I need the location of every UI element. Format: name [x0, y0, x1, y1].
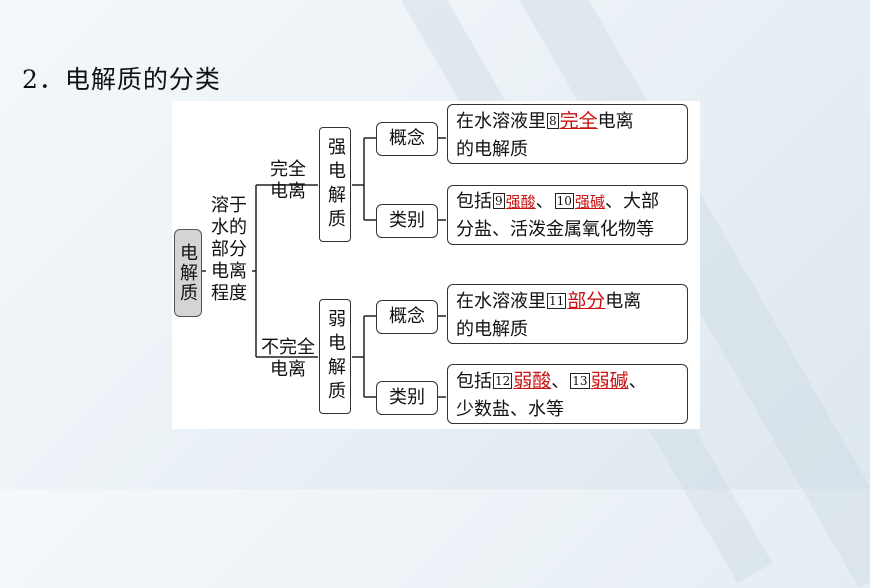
condition-line: 完全 [270, 159, 306, 180]
strong-electrolyte-box: 强电解质 [319, 127, 351, 242]
section-heading: 2．电解质的分类 [22, 65, 221, 94]
criterion-line: 水的 [211, 217, 247, 238]
text-segment: 分盐、活泼金属氧化物等 [456, 219, 654, 240]
text-segment: 电离 [597, 111, 634, 132]
criterion-line: 电离 [211, 261, 247, 282]
classification-diagram: 电解质 溶于 水的 部分 电离 程度 完全 电离 不完全 电离 强电解质 弱电解… [172, 101, 700, 429]
answer-blank: 完全 [559, 110, 598, 132]
text-segment: 、大部 [604, 191, 659, 212]
condition-line: 电离 [270, 359, 306, 380]
blank-number: 12 [493, 373, 513, 389]
criterion-line: 部分 [211, 239, 247, 260]
text-segment: 电离 [605, 291, 642, 312]
condition-partial-ionization: 不完全 电离 [258, 337, 318, 381]
criterion-line: 溶于 [211, 195, 247, 216]
connector-lines [202, 137, 446, 398]
blank-number: 9 [493, 193, 505, 209]
answer-blank: 强酸 [505, 193, 536, 211]
answer-blank: 弱酸 [513, 370, 552, 392]
strong-concept-label: 概念 [376, 122, 438, 156]
answer-blank: 部分 [567, 290, 606, 312]
text-segment: 少数盐、水等 [456, 399, 564, 420]
text-segment: 包括 [456, 371, 492, 392]
condition-line: 电离 [270, 181, 306, 202]
text-segment: 在水溶液里 [456, 291, 546, 312]
blank-number: 8 [547, 113, 559, 129]
weak-electrolyte-box: 弱电解质 [319, 299, 351, 414]
answer-blank: 强碱 [574, 193, 605, 211]
strong-category-label: 类别 [376, 204, 438, 238]
blank-number: 10 [554, 193, 574, 209]
text-segment: 的电解质 [456, 319, 528, 340]
text-segment: 包括 [456, 191, 492, 212]
text-segment: 在水溶液里 [456, 111, 546, 132]
text-segment: 、 [535, 191, 554, 212]
answer-blank: 弱碱 [590, 370, 629, 392]
text-segment: 、 [628, 371, 647, 392]
classification-criterion: 溶于 水的 部分 电离 程度 [206, 195, 252, 305]
text-segment: 、 [551, 371, 570, 392]
condition-complete-ionization: 完全 电离 [260, 159, 316, 203]
text-segment: 的电解质 [456, 139, 528, 160]
blank-number: 11 [547, 293, 567, 309]
condition-line: 不完全 [261, 337, 315, 358]
root-node-electrolyte: 电解质 [174, 229, 202, 317]
blank-number: 13 [570, 373, 590, 389]
weak-concept-label: 概念 [376, 300, 438, 334]
criterion-line: 程度 [211, 283, 247, 304]
weak-category-label: 类别 [376, 381, 438, 415]
